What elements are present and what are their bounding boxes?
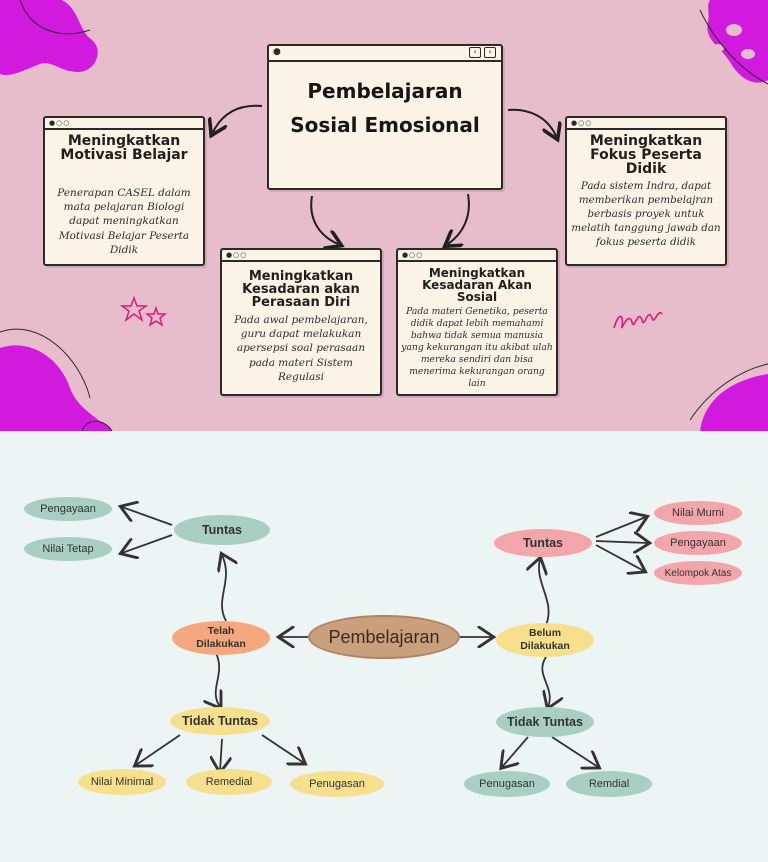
card-text: Pada sistem Indra, dapat memberikan pemb… xyxy=(571,180,721,248)
node-label: Belum Dilakukan xyxy=(520,626,570,652)
card-kesadaran-perasaan-diri: ●○○ Meningkatkan Kesadaran akan Perasaan… xyxy=(220,248,382,396)
stars-decoration xyxy=(120,296,168,327)
node-label: Remedial xyxy=(205,776,253,788)
node-kelompok-atas: Kelompok Atas xyxy=(654,561,742,585)
node-left-tuntas: Tuntas xyxy=(174,515,270,545)
emotional-learning-panel: ● ‹ › Pembelajaran Sosial Emosional ●○○ … xyxy=(0,0,768,431)
blob-bottom-left-decoration xyxy=(0,328,113,431)
node-nilai-minimal: Nilai Minimal xyxy=(78,769,166,795)
node-telah-dilakukan: Telah Dilakukan xyxy=(172,621,270,655)
node-nilai-murni: Nilai Murni xyxy=(654,501,742,525)
card-motivasi-belajar: ●○○ Meningkatkan Motivasi Belajar Penera… xyxy=(43,116,205,266)
node-label: Nilai Murni xyxy=(672,507,724,519)
node-belum-dilakukan: Belum Dilakukan xyxy=(496,623,594,657)
node-label: Nilai Tetap xyxy=(42,543,94,555)
node-penugasan-left: Penugasan xyxy=(290,771,384,797)
node-label: Tidak Tuntas xyxy=(507,715,583,729)
node-label: Tuntas xyxy=(522,536,564,550)
center-label: Pembelajaran xyxy=(328,626,440,647)
card-title: Meningkatkan Kesadaran Akan Sosial xyxy=(422,266,532,304)
node-left-tidak-tuntas: Tidak Tuntas xyxy=(170,707,270,735)
mind-map-panel: Pembelajaran Telah Dilakukan Belum Dilak… xyxy=(0,431,768,862)
node-label: Tuntas xyxy=(201,523,243,537)
window-dots-icon: ●○○ xyxy=(402,251,424,259)
node-label: Penugasan xyxy=(309,778,365,790)
blob-top-right-decoration xyxy=(699,0,768,85)
node-label: Tidak Tuntas xyxy=(182,714,258,728)
node-label: Kelompok Atas xyxy=(664,567,732,579)
window-dots-icon: ●○○ xyxy=(49,119,71,127)
node-right-tuntas: Tuntas xyxy=(494,529,592,557)
node-nilai-tetap: Nilai Tetap xyxy=(24,537,112,561)
card-text: Penerapan CASEL dalam mata pelajaran Bio… xyxy=(57,187,191,256)
main-title-window: ● ‹ › Pembelajaran Sosial Emosional xyxy=(267,44,503,190)
node-right-tidak-tuntas: Tidak Tuntas xyxy=(496,707,594,737)
chevron-right-icon: › xyxy=(484,47,496,58)
card-text: Pada awal pembelajaran, guru dapat melak… xyxy=(234,314,368,383)
squiggle-decoration xyxy=(613,311,663,329)
node-label: Pengayaan xyxy=(40,503,96,515)
card-fokus-peserta-didik: ●○○ Meningkatkan Fokus Peserta Didik Pad… xyxy=(565,116,727,266)
window-dots-icon: ●○○ xyxy=(571,119,593,127)
main-title: Pembelajaran Sosial Emosional xyxy=(290,79,480,137)
node-label: Telah Dilakukan xyxy=(196,624,246,650)
card-title: Meningkatkan Fokus Peserta Didik xyxy=(589,133,703,177)
node-pengayaan-left: Pengayaan xyxy=(24,497,112,521)
blob-bottom-right-decoration xyxy=(690,363,768,431)
window-title-bar: ● ‹ › xyxy=(269,46,501,62)
chevron-left-icon: ‹ xyxy=(469,47,481,58)
card-text: Pada materi Genetika, peserta didik dapa… xyxy=(401,306,553,389)
center-node-pembelajaran: Pembelajaran xyxy=(310,617,458,657)
node-remedial: Remedial xyxy=(186,769,272,795)
node-label: Remdial xyxy=(588,778,630,790)
node-label: Penugasan xyxy=(479,778,535,790)
top-arrows xyxy=(0,104,768,431)
window-dot-icon: ● xyxy=(273,47,282,57)
mind-map-arrows xyxy=(0,431,768,862)
card-kesadaran-sosial: ●○○ Meningkatkan Kesadaran Akan Sosial P… xyxy=(396,248,558,396)
node-remdial: Remdial xyxy=(566,771,652,797)
node-label: Nilai Minimal xyxy=(90,776,154,788)
node-pengayaan-right: Pengayaan xyxy=(654,531,742,555)
node-label: Pengayaan xyxy=(670,537,726,549)
node-penugasan-right: Penugasan xyxy=(464,771,550,797)
card-title: Meningkatkan Kesadaran akan Perasaan Dir… xyxy=(242,269,360,310)
window-dots-icon: ●○○ xyxy=(226,251,248,259)
blob-top-left-decoration xyxy=(0,0,98,76)
card-title: Meningkatkan Motivasi Belajar xyxy=(60,133,188,163)
